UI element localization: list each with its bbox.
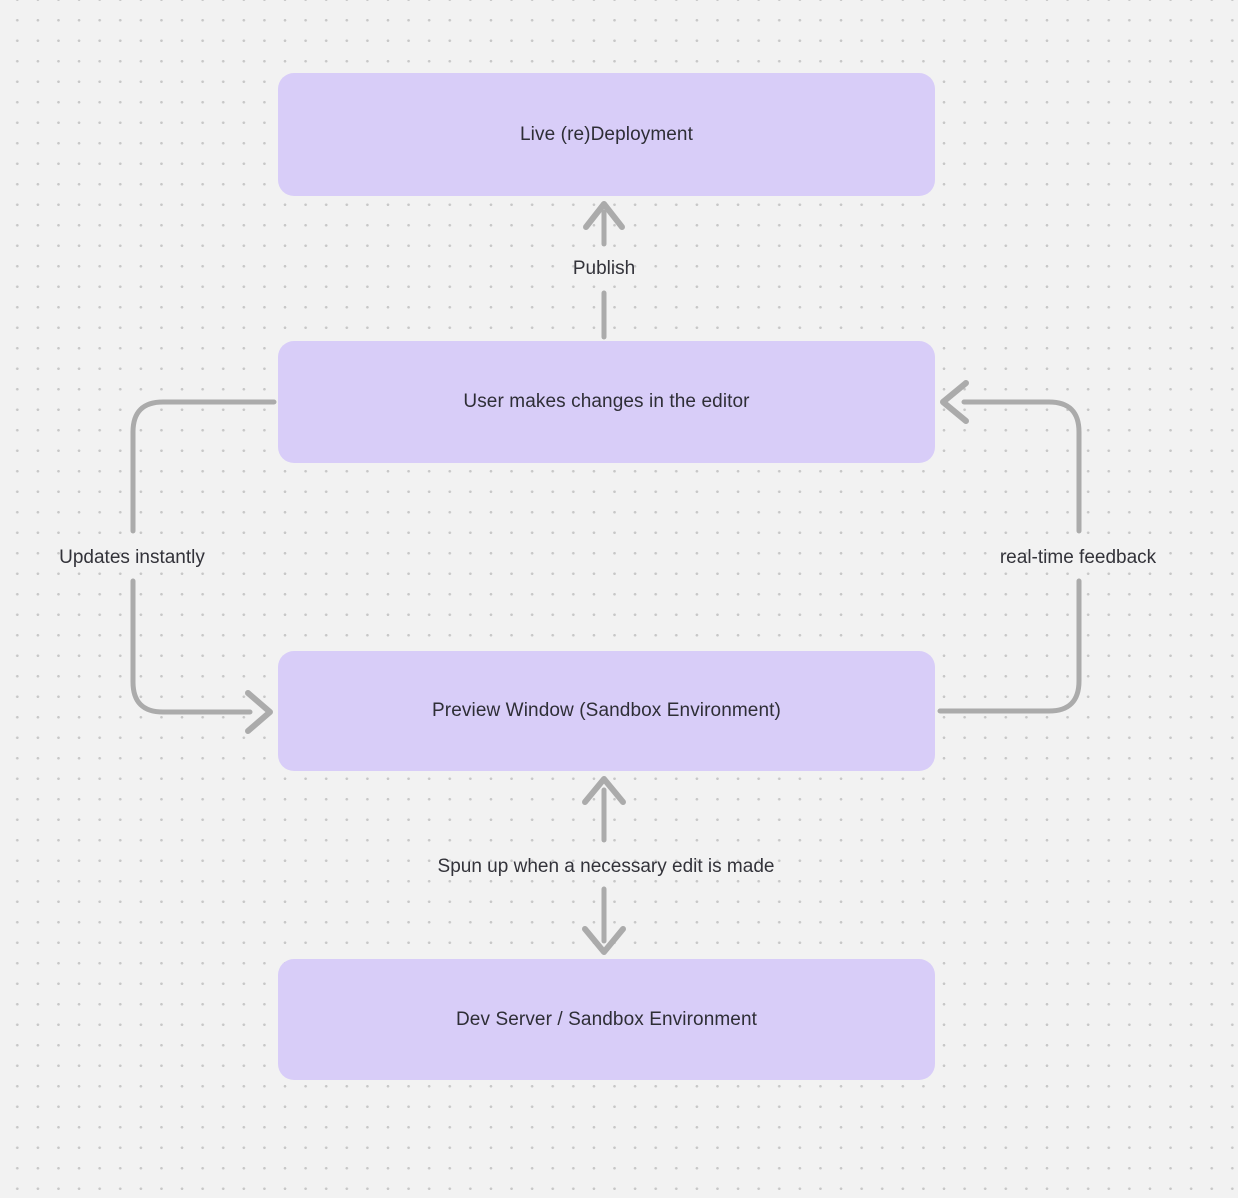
node-preview-window-label: Preview Window (Sandbox Environment): [432, 700, 781, 721]
node-dev-server-label: Dev Server / Sandbox Environment: [455, 1008, 757, 1030]
node-live-deployment[interactable]: Live (re)Deployment: [278, 73, 935, 196]
edge-label-publish: Publish: [572, 258, 636, 279]
node-dev-server[interactable]: Dev Server / Sandbox Environment: [278, 959, 935, 1080]
node-editor-label: User makes changes in the editor: [463, 391, 750, 412]
node-editor[interactable]: User makes changes in the editor: [278, 341, 935, 463]
edge-label-updates-instantly: Updates instantly: [59, 547, 205, 568]
edge-label-spun-up: Spun up when a necessary edit is made: [437, 856, 775, 877]
node-preview-window[interactable]: Preview Window (Sandbox Environment): [278, 651, 935, 771]
edge-label-realtime-feedback: real-time feedback: [999, 547, 1157, 568]
node-live-deployment-label: Live (re)Deployment: [520, 123, 693, 145]
